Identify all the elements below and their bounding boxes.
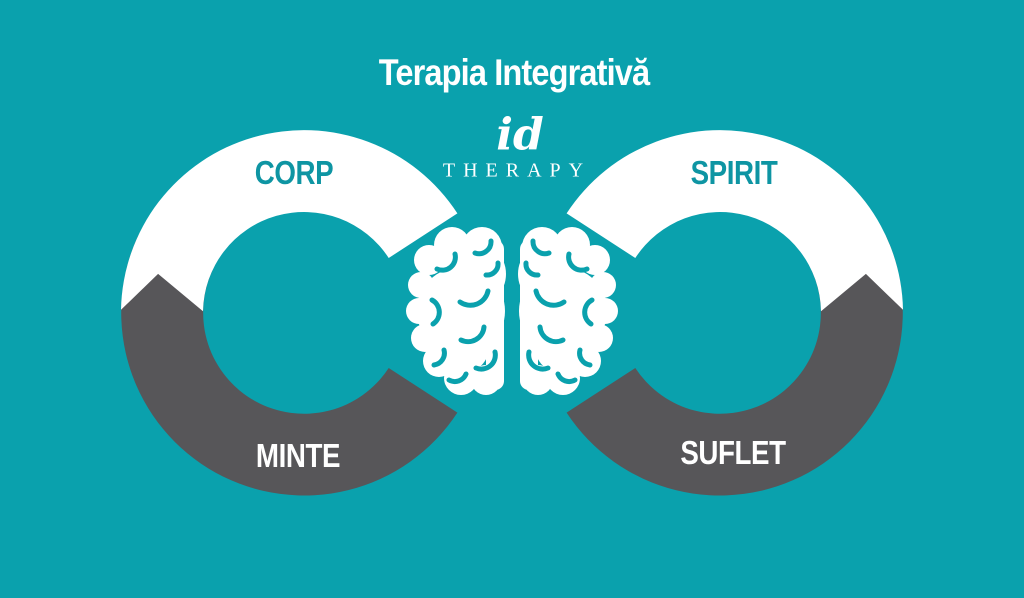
- label-suflet: SUFLET: [680, 434, 786, 471]
- left-loop-white-band: [121, 130, 458, 312]
- right-loop-white-band: [566, 130, 903, 312]
- logo-id-script-icon: id: [496, 109, 544, 161]
- right-loop: [566, 130, 903, 496]
- right-loop-gray-band: [566, 235, 903, 496]
- brain-icon: [406, 227, 618, 395]
- label-spirit: SPIRIT: [690, 154, 778, 191]
- brain-gyri-lines: [429, 238, 595, 384]
- label-corp: CORP: [254, 154, 334, 191]
- page-title: Terapia Integrativă: [378, 52, 650, 93]
- logo-brand-name: THERAPY: [442, 159, 592, 182]
- left-loop-gray-band: [121, 235, 458, 496]
- left-loop: [121, 130, 458, 496]
- label-minte: MINTE: [255, 437, 341, 474]
